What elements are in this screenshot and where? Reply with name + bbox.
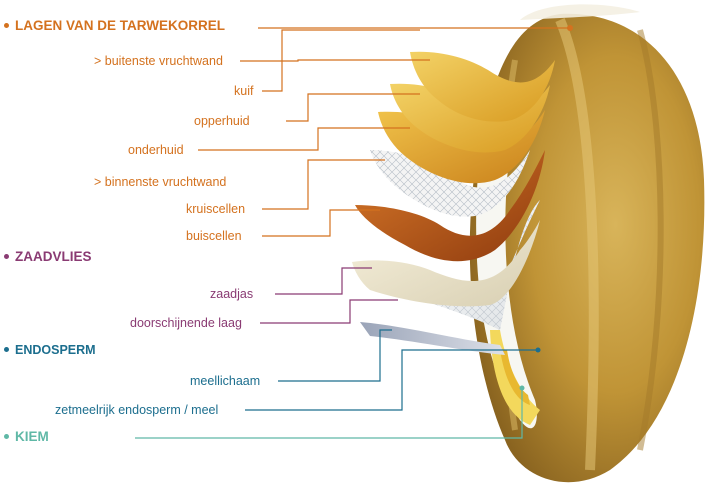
label-inner-wall: > binnenste vruchtwand — [94, 175, 227, 189]
section-seedcoat-text: ZAADVLIES — [15, 249, 92, 264]
label-starchy-endosperm: zetmeelrijk endosperm / meel — [55, 403, 219, 417]
line-outer — [240, 59, 430, 62]
leader-lines — [135, 27, 570, 439]
peeled-layers — [352, 51, 555, 355]
line-hypodermis — [198, 127, 410, 151]
label-aleurone: meellichaam — [190, 374, 261, 388]
bullet-icon — [4, 433, 9, 439]
line-end-dot — [535, 347, 541, 353]
line-germ — [135, 388, 523, 439]
label-outer-wall: > buitenste vruchtwand — [94, 54, 223, 68]
line-end-dot — [567, 25, 573, 31]
line-cross — [262, 159, 385, 210]
section-seedcoat: ZAADVLIES — [4, 249, 92, 265]
wheat-kernel — [469, 4, 705, 483]
bullet-icon — [4, 347, 9, 353]
label-hypodermis: onderhuid — [128, 143, 184, 157]
line-end-dot — [519, 385, 525, 391]
bullet-icon — [4, 253, 9, 259]
section-layers-text: LAGEN VAN DE TARWEKORREL — [15, 18, 226, 33]
section-endosperm: ENDOSPERM — [4, 342, 96, 358]
line-tube — [262, 209, 380, 237]
label-seed-coat: zaadjas — [210, 287, 254, 301]
label-hyaline-layer: doorschijnende laag — [130, 316, 242, 330]
section-germ-text: KIEM — [15, 429, 49, 444]
label-tuft: kuif — [234, 84, 254, 98]
line-starchy — [245, 349, 538, 411]
label-cross-cells: kruiscellen — [186, 202, 246, 216]
line-hyaline — [260, 299, 398, 324]
label-epidermis: opperhuid — [194, 114, 250, 128]
bullet-icon — [4, 22, 9, 28]
section-germ: KIEM — [4, 429, 49, 445]
label-tube-cells: buiscellen — [186, 229, 242, 243]
line-seedcoat — [275, 267, 372, 295]
line-aleurone — [278, 329, 392, 382]
section-layers: LAGEN VAN DE TARWEKORREL — [4, 18, 225, 34]
line-epidermis — [286, 93, 420, 122]
section-endosperm-text: ENDOSPERM — [15, 343, 96, 357]
